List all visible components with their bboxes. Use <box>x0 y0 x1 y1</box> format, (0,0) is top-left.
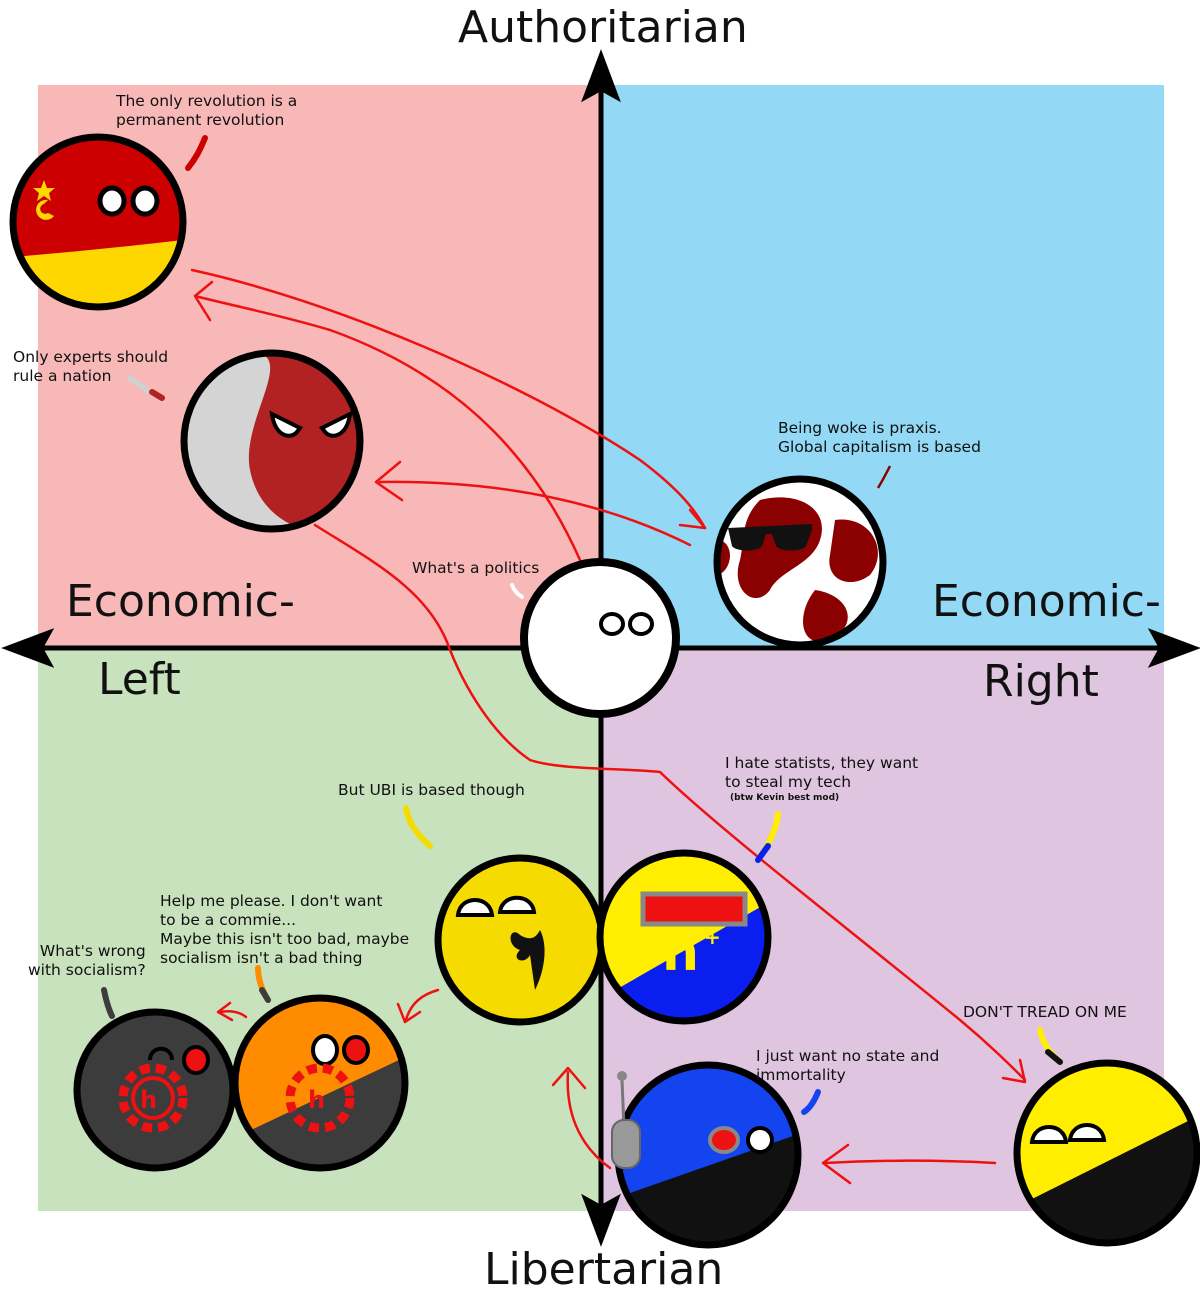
anarcho-transhumanist-ball <box>611 1061 821 1249</box>
arrow-right-icon <box>1147 628 1200 668</box>
speech-ancap: DON'T TREAD ON ME <box>963 1003 1127 1021</box>
ubi-symbol-icon <box>510 930 545 990</box>
speech-technocrat: Only experts should rule a nation <box>13 348 169 385</box>
ancap-ball <box>1013 1027 1200 1247</box>
trotskyist-ball <box>9 133 208 311</box>
axis-label-economic-left-top: Economic- <box>66 576 295 627</box>
svg-text:h: h <box>140 1086 157 1114</box>
woke-capitalist-ball <box>713 465 892 649</box>
speech-converting-transhumanist: Help me please. I don't want to be a com… <box>160 892 410 967</box>
centrist-ball <box>510 558 680 718</box>
technocrat-ball <box>127 349 364 533</box>
speech-centrist: What's a politics <box>412 559 540 577</box>
arrow-left-icon <box>1 628 55 668</box>
socialist-transhumanist-ball: h <box>73 987 237 1172</box>
converting-transhumanist-ball: h <box>231 965 409 1172</box>
hammer-sickle-icon <box>33 180 55 201</box>
gear-icon <box>118 1063 188 1133</box>
libertarian-transhumanist-ball: h + <box>596 811 781 1025</box>
speech-socialist-transhumanist: What's wrong with socialism? <box>28 942 146 979</box>
speech-trotskyist: The only revolution is a permanent revol… <box>116 92 298 129</box>
speech-libertarian-transhumanist: I hate statists, they want to steal my t… <box>725 754 919 791</box>
conversion-arrows <box>190 268 1027 1185</box>
speech-libertarian-transhumanist-note: (btw Kevin best mod) <box>730 793 840 803</box>
h-plus-icon: h <box>662 923 699 983</box>
sunglasses-icon <box>728 524 812 551</box>
speech-ubi: But UBI is based though <box>338 781 525 799</box>
axis-label-authoritarian: Authoritarian <box>458 2 748 53</box>
speech-anarcho-transhumanist: I just want no state and immortality <box>756 1047 940 1084</box>
arrow-up-icon <box>581 49 621 103</box>
axis-label-economic-right-top: Economic- <box>932 576 1161 627</box>
antenna-device-icon <box>611 1119 641 1169</box>
axis-label-economic-right-bottom: Right <box>983 656 1099 707</box>
svg-text:+: + <box>704 925 721 949</box>
axis-label-libertarian: Libertarian <box>484 1244 724 1295</box>
ubi-ball <box>403 805 606 1026</box>
speech-woke-capitalist: Being woke is praxis. Global capitalism … <box>778 419 981 456</box>
svg-text:h: h <box>308 1086 325 1114</box>
arrow-down-icon <box>581 1193 621 1247</box>
axis-label-economic-left-bottom: Left <box>98 654 181 705</box>
